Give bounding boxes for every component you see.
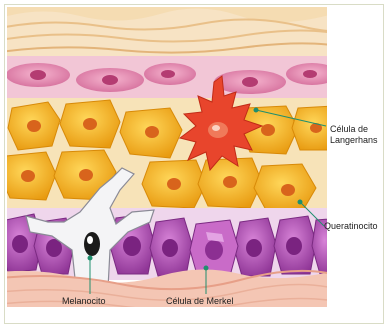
label-queratinocito: Queratinocito <box>324 221 378 232</box>
merkel-cell <box>190 220 238 278</box>
label-melanocito: Melanocito <box>62 296 106 307</box>
leader-dot-merkel <box>204 266 208 270</box>
leader-dot-melanocito <box>88 256 92 260</box>
stratum-corneum-layer <box>0 0 342 58</box>
label-langerhans-line1: Célula de <box>330 124 378 135</box>
label-langerhans: Célula de Langerhans <box>330 124 378 146</box>
label-merkel: Célula de Merkel <box>166 296 234 307</box>
leader-dot-langerhans <box>254 108 258 112</box>
label-langerhans-line2: Langerhans <box>330 135 378 146</box>
leader-dot-queratinocito <box>298 200 302 204</box>
granular-layer <box>0 56 340 100</box>
